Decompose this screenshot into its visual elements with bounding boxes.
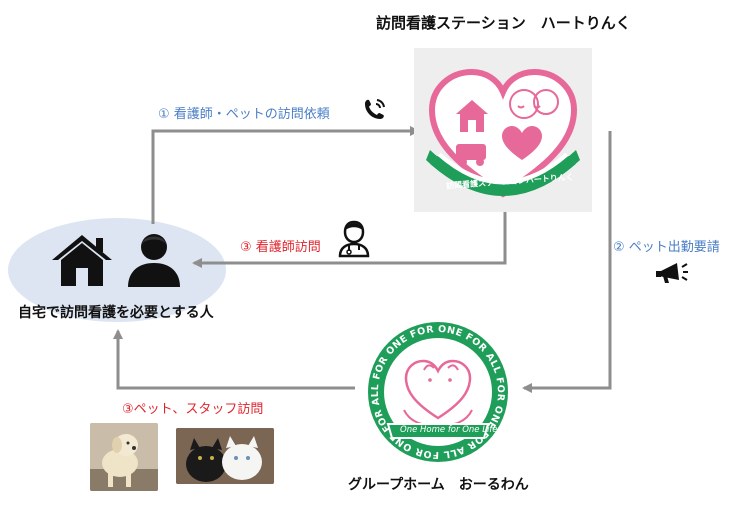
arrow-pet-dispatch <box>522 131 612 393</box>
grouphome-logo: ONE FOR ALL FOR ONE FOR ALL FOR ONE FOR … <box>360 310 512 466</box>
grouphome-label: グループホーム おーるわん <box>348 477 529 493</box>
flow-label-request: ① 看護師・ペットの訪問依頼 <box>158 107 330 122</box>
flow-label-pet-staff-visit: ③ペット、スタッフ訪問 <box>122 402 264 417</box>
phone-icon <box>360 96 388 124</box>
house-icon <box>50 232 114 288</box>
grouphome-ribbon: One Home for One Life <box>400 425 498 435</box>
flow-label-pet-dispatch: ② ペット出勤要請 <box>613 240 720 255</box>
cats-photo <box>176 428 274 484</box>
home-ellipse <box>8 218 226 322</box>
arrow-request <box>151 126 420 224</box>
nurse-icon <box>337 220 371 258</box>
station-title: 訪問看護ステーション ハートりんく <box>376 14 631 32</box>
megaphone-icon <box>655 258 689 284</box>
person-icon <box>126 232 182 288</box>
home-label: 自宅で訪問看護を必要とする人 <box>18 305 214 321</box>
arrow-pet-staff-visit <box>113 329 355 390</box>
flow-label-nurse-visit: ③ 看護師訪問 <box>240 240 321 255</box>
dog-photo <box>90 423 158 491</box>
arrow-nurse-visit <box>192 212 507 268</box>
station-logo: 訪問看護ステーションハートりんく <box>414 48 592 212</box>
